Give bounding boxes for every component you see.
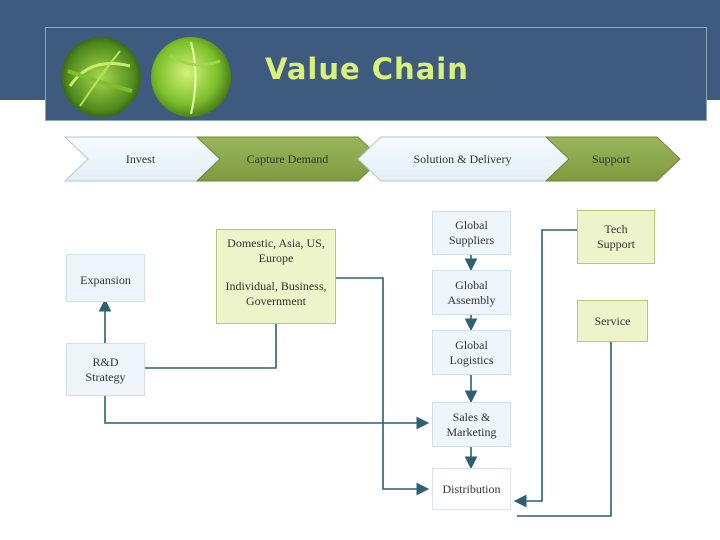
capture-demand-box <box>216 229 336 324</box>
leaf-photo-right <box>151 37 231 117</box>
distribution-label: Distribution <box>442 481 501 496</box>
sales-marketing-box: Sales & Marketing <box>432 402 511 447</box>
chevron-invest-label: Invest <box>125 151 156 166</box>
distribution-box: Distribution <box>432 468 511 510</box>
global-logistics-label: Global Logistics <box>449 337 494 367</box>
segments-label: Individual, Business, Government <box>225 279 327 308</box>
chevron-support-label: Support <box>591 151 630 166</box>
service-box: Service <box>577 300 648 342</box>
chevron-solution-delivery-label: Solution & Delivery <box>413 151 512 166</box>
chevron-capture-demand <box>195 136 382 182</box>
expansion-box: Expansion <box>66 254 145 302</box>
global-suppliers-box: Global Suppliers <box>432 211 511 255</box>
global-logistics-box: Global Logistics <box>432 330 511 375</box>
page-title: Value Chain <box>265 52 469 86</box>
service-label: Service <box>594 313 631 328</box>
tech-support-box: Tech Support <box>577 210 655 264</box>
tech-support-label: Tech Support <box>596 222 635 251</box>
leaf-photo-left <box>61 37 141 117</box>
expansion-label: Expansion <box>80 273 131 287</box>
rnd-strategy-label: R&D Strategy <box>85 354 126 384</box>
global-assembly-box: Global Assembly <box>432 270 511 315</box>
sales-marketing-label: Sales & Marketing <box>446 409 497 439</box>
chevron-capture-demand-label: Capture Demand <box>246 151 329 166</box>
rnd-strategy-box: R&D Strategy <box>66 343 145 396</box>
global-suppliers-label: Global Suppliers <box>448 218 495 247</box>
chevron-support <box>544 136 681 182</box>
global-assembly-label: Global Assembly <box>447 277 496 307</box>
regions-label: Domestic, Asia, US, Europe <box>227 236 325 265</box>
